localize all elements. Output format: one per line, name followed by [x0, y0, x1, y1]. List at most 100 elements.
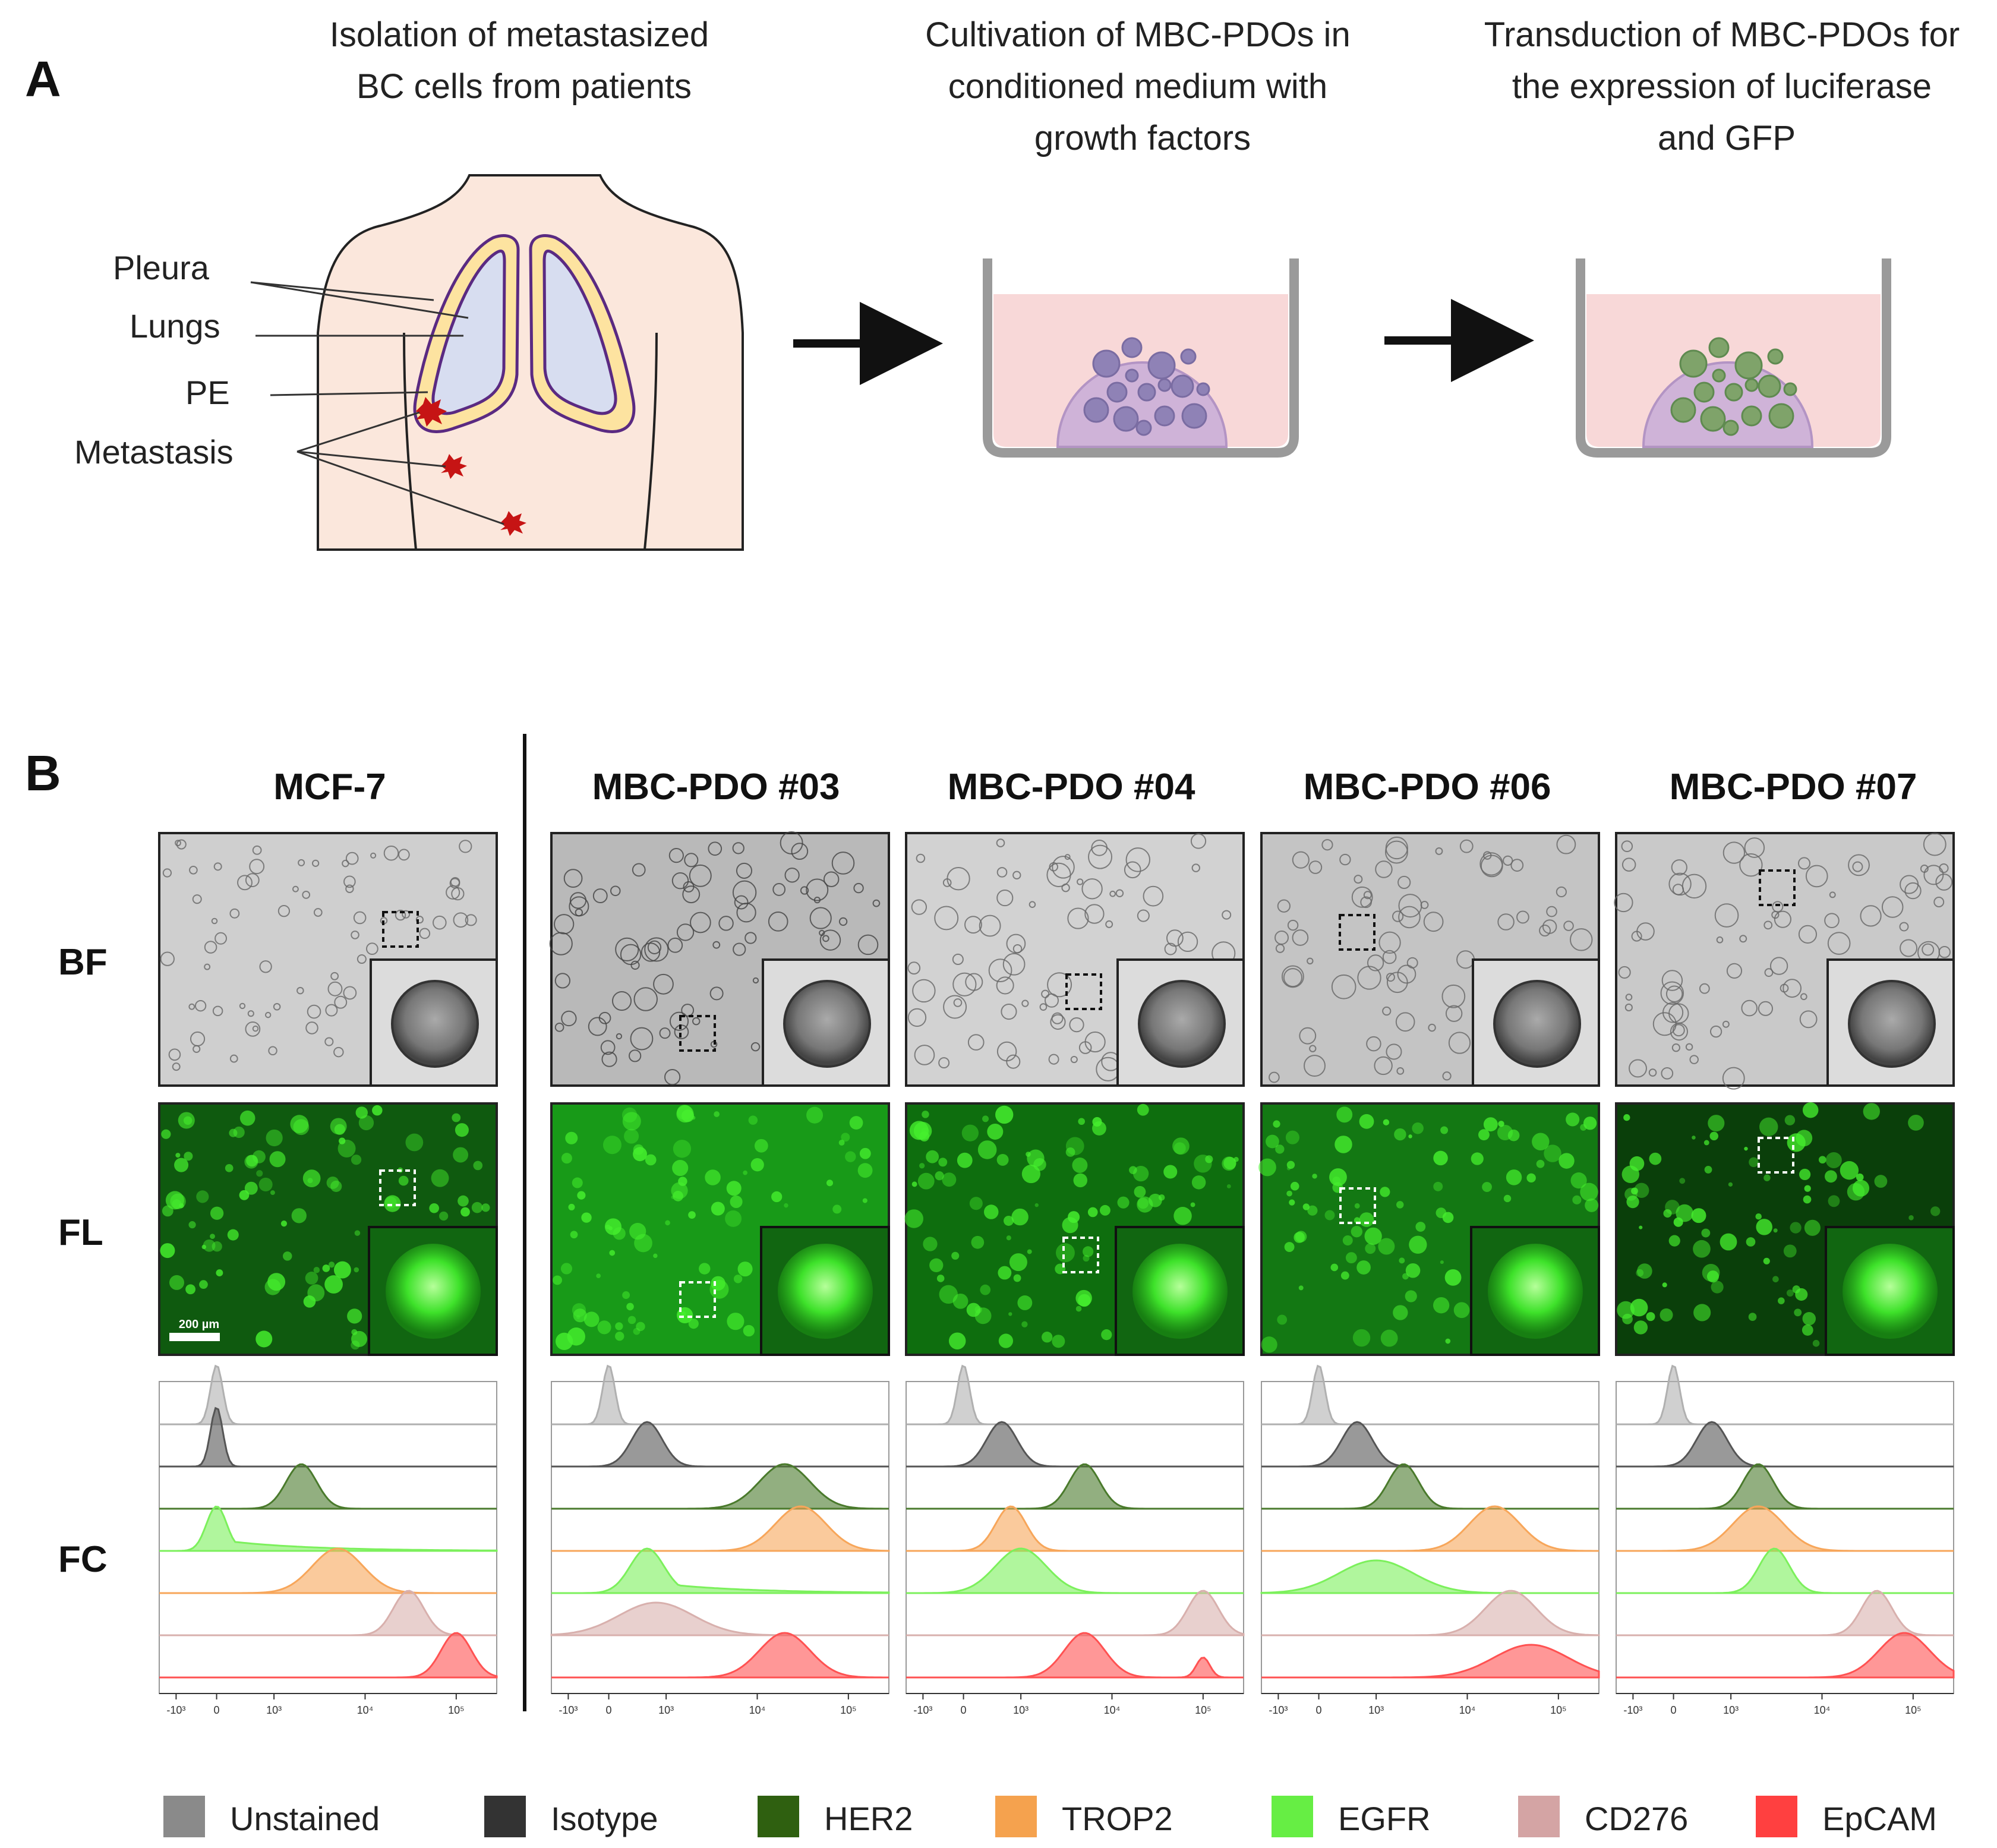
cell [800, 886, 809, 895]
fluorescent-cell [983, 1204, 999, 1219]
fluorescent-cell [1772, 1276, 1779, 1283]
x-tick-label: 0 [1316, 1704, 1322, 1716]
histogram-unstained [551, 1364, 889, 1426]
histogram-cd276 [159, 1590, 497, 1636]
cell [1084, 904, 1105, 924]
cell [176, 839, 187, 850]
fluorescent-cell [849, 1116, 863, 1130]
cell [1304, 1055, 1326, 1077]
fluorescent-cell [355, 1106, 368, 1119]
cell [1671, 859, 1687, 876]
fluorescent-cell [1691, 1208, 1706, 1223]
cell [1397, 875, 1411, 890]
row-label-fc: FC [58, 1539, 108, 1580]
x-tick-label: 0 [961, 1704, 967, 1716]
fluorescent-cell [1704, 1166, 1712, 1174]
fluorescent-cell [269, 1151, 286, 1168]
x-tick-label: -10³ [166, 1704, 185, 1716]
x-tick-label: 10⁵ [1195, 1704, 1211, 1716]
cell [907, 1008, 927, 1027]
fluorescent-cell [771, 1191, 783, 1203]
fluorescent-cell [926, 1150, 939, 1163]
cell [1423, 912, 1444, 932]
fluorescent-cell [699, 1263, 711, 1275]
cell [750, 1042, 761, 1052]
cell [667, 937, 683, 953]
fluorescent-cell [1623, 1114, 1630, 1121]
cell [1088, 844, 1113, 869]
cell [453, 912, 469, 928]
histogram-isotype [551, 1421, 889, 1468]
fluorescent-cell [725, 1210, 742, 1227]
fluorescent-cell [1324, 1210, 1335, 1221]
cell [1048, 1054, 1059, 1065]
fluorescent-cell [1137, 1196, 1153, 1213]
fluorescent-cell [1380, 1329, 1398, 1347]
fluorescent-cell [936, 1275, 945, 1282]
fluorescent-cell [212, 1241, 222, 1252]
histogram-epcam [551, 1632, 889, 1679]
fluorescent-cell [439, 1211, 449, 1221]
fluorescent-cell [784, 1203, 788, 1208]
cell [676, 923, 695, 941]
well-wall [1576, 258, 1891, 458]
fluorescent-cell [1065, 1147, 1075, 1157]
fluorescent-cell [1380, 1187, 1390, 1197]
fluorescent-cell [184, 1152, 193, 1161]
fluorescent-cell [653, 1253, 658, 1259]
fluorescent-cell [1759, 1117, 1778, 1137]
fluorescent-cell [258, 1177, 273, 1191]
fluorescent-cell [160, 1243, 175, 1259]
cell [938, 1057, 950, 1069]
x-tick-label: 10⁴ [749, 1704, 766, 1716]
fluorescent-cell [1021, 1165, 1040, 1184]
cell [653, 973, 674, 995]
fluorescent-cell [1191, 1175, 1206, 1190]
fluorescent-cell [987, 1123, 1004, 1140]
fluorescent-cell [737, 1262, 753, 1277]
cell [664, 1069, 681, 1086]
well-wall [983, 258, 1299, 458]
fluorescent-cell [951, 1251, 960, 1260]
cell [365, 942, 378, 955]
cell [1078, 1041, 1092, 1054]
fluorescent-cell [1802, 1324, 1813, 1336]
fluorescent-cell [1083, 1246, 1094, 1257]
fluorescent-cell [453, 1147, 469, 1163]
cell [1933, 897, 1945, 907]
fluorescent-cell [1359, 1212, 1374, 1227]
fluorescent-cell [1340, 1271, 1349, 1280]
cell [1177, 931, 1198, 953]
fluorescent-cell [229, 1128, 238, 1137]
cell [1556, 834, 1576, 854]
fluorescent-cell [750, 1158, 764, 1172]
organoid-group [1083, 337, 1210, 436]
cell [1546, 906, 1557, 917]
cell [1672, 1024, 1685, 1037]
cell [459, 840, 472, 853]
column-title-pdo07: MBC-PDO #07 [1670, 767, 1917, 808]
cell [1539, 925, 1551, 937]
x-tick-label: 10³ [1368, 1704, 1384, 1716]
cell [313, 908, 323, 917]
cell [449, 878, 460, 889]
fluorescent-cell [1706, 1270, 1720, 1283]
cell [398, 849, 410, 861]
fluorescent-cell [170, 1193, 186, 1209]
cell [1689, 1055, 1699, 1064]
fluorescent-cell [1720, 1233, 1737, 1251]
fluorescent-cell [1129, 1166, 1137, 1174]
fluorescent-cell [1011, 1208, 1029, 1226]
cell [1392, 910, 1404, 922]
fluorescent-cell [935, 1171, 944, 1181]
fluorescent-cell [1812, 1339, 1820, 1347]
histogram-egfr [551, 1547, 890, 1594]
fluorescent-cell [333, 1261, 351, 1279]
histogram-epcam [1261, 1644, 1600, 1679]
fluorescent-cell [405, 1133, 424, 1152]
fluorescent-cell [998, 1333, 1014, 1348]
scale-bar-label: 200 µm [179, 1318, 219, 1331]
bf-inset-organoid [783, 980, 871, 1068]
fluorescent-cell [1783, 1244, 1797, 1258]
leader-line [250, 281, 469, 319]
